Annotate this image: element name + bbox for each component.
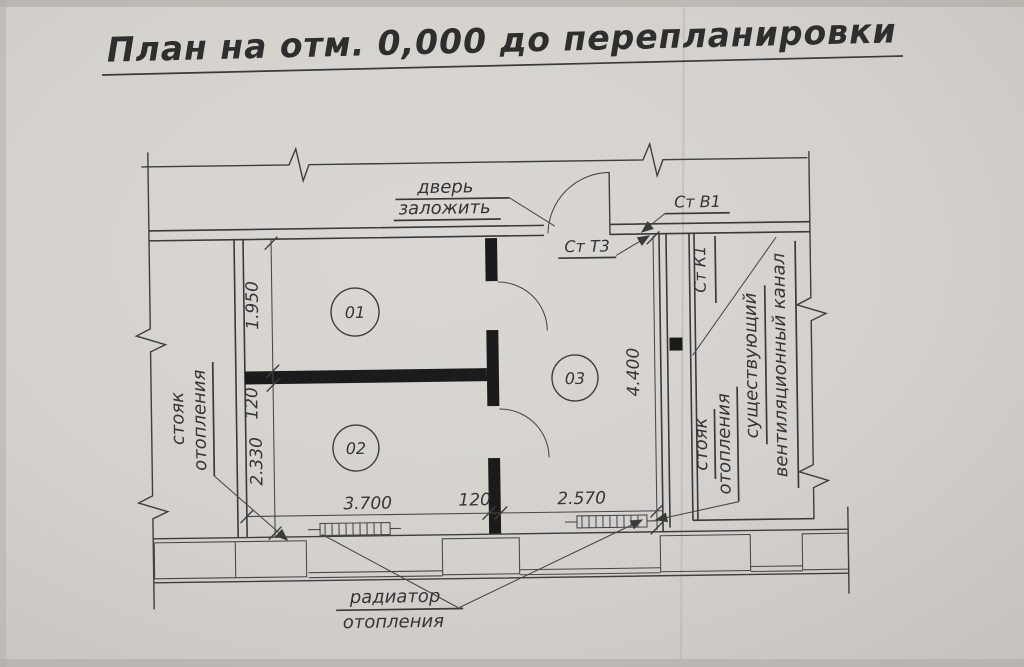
door-top-swing-arc <box>547 171 610 234</box>
floor-plan: 1.950 120 2.330 3.700 120 2.570 4.400 01… <box>134 141 850 633</box>
right-riser-line2: отопления <box>713 393 735 495</box>
vent-line2: вентиляционный канал <box>768 253 792 478</box>
left-riser-line1: стояк <box>167 392 189 446</box>
riser-v1-text: Ст В1 <box>674 192 721 212</box>
vent-channel-leader <box>692 236 777 356</box>
door-note-line1: дверь <box>416 176 473 198</box>
right-riser-note: стояк отопления <box>654 386 740 523</box>
window-band <box>152 506 850 594</box>
radiator-note: радиатор отопления <box>321 519 644 633</box>
room3-right-wall <box>658 233 671 532</box>
window-1-sill <box>308 570 443 579</box>
scan-edge-left <box>0 0 6 667</box>
window-3-sill <box>750 565 803 573</box>
partition-wall-horizontal <box>244 368 488 385</box>
dim-partition-thickness: 120 <box>242 387 262 420</box>
riser-k1-text: Ст К1 <box>690 246 710 293</box>
paper-fold-line <box>680 0 685 667</box>
riser-marker-square <box>669 337 683 351</box>
pier-1 <box>153 540 308 580</box>
dim-room1-depth: 1.950 <box>243 281 264 330</box>
riser-t3-leader <box>616 235 651 256</box>
room-01-tag: 01 <box>330 287 380 337</box>
facade-right-edge <box>847 506 850 594</box>
right-riser-leader <box>654 501 739 523</box>
room-02-number: 02 <box>346 439 367 458</box>
dim-room2-depth: 2.330 <box>247 437 268 486</box>
door-note-line2: заложить <box>398 197 490 219</box>
riser-v1-leader <box>640 213 666 233</box>
room-03-number: 03 <box>565 369 586 388</box>
riser-k1-label: Ст К1 <box>690 235 717 303</box>
door-top-leaf <box>608 171 611 236</box>
radiator-1 <box>308 522 402 537</box>
outer-wall-top <box>141 141 808 184</box>
outer-wall-left <box>134 152 170 610</box>
pier-3 <box>659 533 752 573</box>
right-riser-line1: стояк <box>691 417 713 471</box>
room-03-tag: 03 <box>551 354 599 402</box>
vent-line1: существующий <box>740 292 763 438</box>
radiator-leader-2 <box>458 519 644 609</box>
scan-edge-bottom <box>0 659 1024 667</box>
vent-shaft-left-wall <box>688 233 699 521</box>
dim-room2-width: 3.700 <box>343 494 392 515</box>
scan-edge-top <box>0 0 1024 7</box>
pier-1-joint <box>234 541 237 578</box>
window-2-sill <box>519 567 661 576</box>
dim-line-bottom: 3.700 120 2.570 <box>240 489 664 524</box>
facade-outer-line <box>153 572 850 584</box>
room-02-tag: 02 <box>332 424 380 472</box>
door-note: дверь заложить <box>393 176 556 227</box>
left-riser-line2: отопления <box>189 369 211 471</box>
vent-channel-note: существующий вентиляционный канал <box>740 240 800 488</box>
left-riser-leader <box>213 475 289 541</box>
dim-wall-thickness: 120 <box>458 490 491 510</box>
rooms-bottom-wall <box>152 528 849 540</box>
riser-v1-label: Ст В1 <box>640 192 730 233</box>
radiator-leader-1 <box>321 534 459 609</box>
radiator-line2: отопления <box>343 611 445 633</box>
partition-wall-vertical <box>485 238 502 535</box>
outer-wall-right <box>795 150 831 520</box>
riser-t3-text: Ст Т3 <box>564 236 610 256</box>
title-underline <box>101 55 904 76</box>
room-01-number: 01 <box>345 303 366 322</box>
dim-room3-width: 2.570 <box>557 489 606 510</box>
radiator-line1: радиатор <box>349 586 441 608</box>
door-note-leader <box>509 197 556 227</box>
riser-t3-label: Ст Т3 <box>558 235 651 260</box>
left-riser-note: стояк отопления <box>167 361 289 541</box>
door-top <box>547 171 611 236</box>
vent-shaft-bottom-wall <box>692 517 814 522</box>
dim-total-depth: 4.400 <box>624 348 645 397</box>
dim-line-left: 1.950 120 2.330 <box>242 236 282 540</box>
rooms-left-wall <box>233 239 248 538</box>
door-room1-swing-arc <box>497 281 548 331</box>
pier-2 <box>441 537 521 576</box>
door-room2-swing-arc <box>499 408 550 458</box>
